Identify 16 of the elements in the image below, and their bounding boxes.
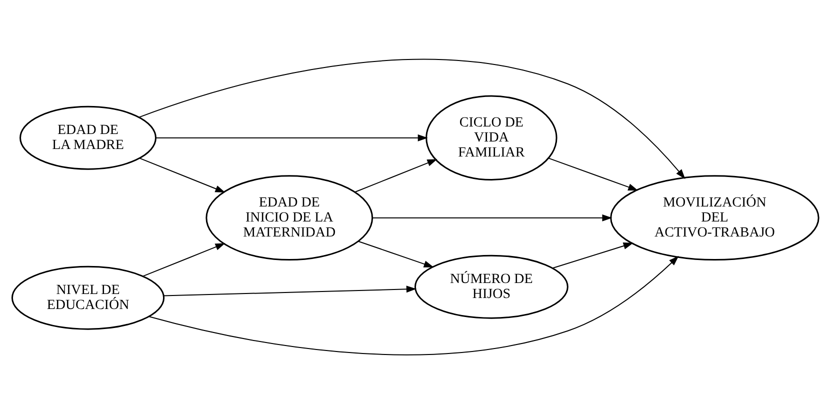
arrow: [163, 286, 416, 296]
node-ellipse: NIVEL DE EDUCACIÓN: [11, 266, 165, 330]
node-ellipse: EDAD DE INICIO DE LA MATERNIDAD: [206, 175, 374, 261]
arrow: [372, 214, 612, 222]
node-ellipse: MOVILIZACIÓN DEL ACTIVO-TRABAJO: [610, 175, 820, 261]
arrow: [148, 256, 679, 356]
arrow: [552, 242, 634, 269]
node-ellipse: NÚMERO DE HIJOS: [414, 254, 568, 319]
arrow: [138, 58, 686, 180]
arrow: [142, 243, 226, 277]
node-ellipse: EDAD DE LA MADRE: [20, 106, 156, 170]
arrow: [354, 159, 438, 193]
arrow: [548, 158, 638, 191]
arrow: [358, 240, 434, 268]
arrow: [156, 134, 428, 142]
arrow: [139, 158, 226, 193]
